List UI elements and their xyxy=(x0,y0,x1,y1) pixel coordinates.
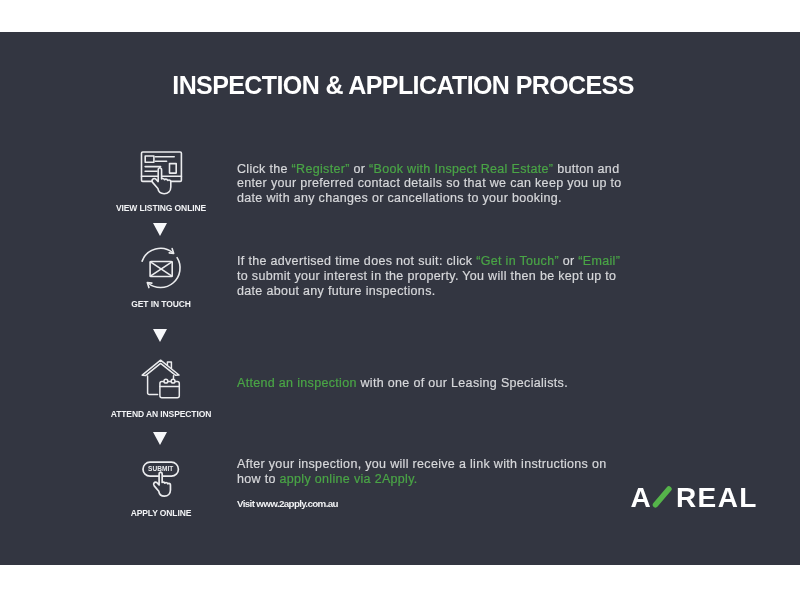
svg-text:SUBMIT: SUBMIT xyxy=(148,465,173,472)
